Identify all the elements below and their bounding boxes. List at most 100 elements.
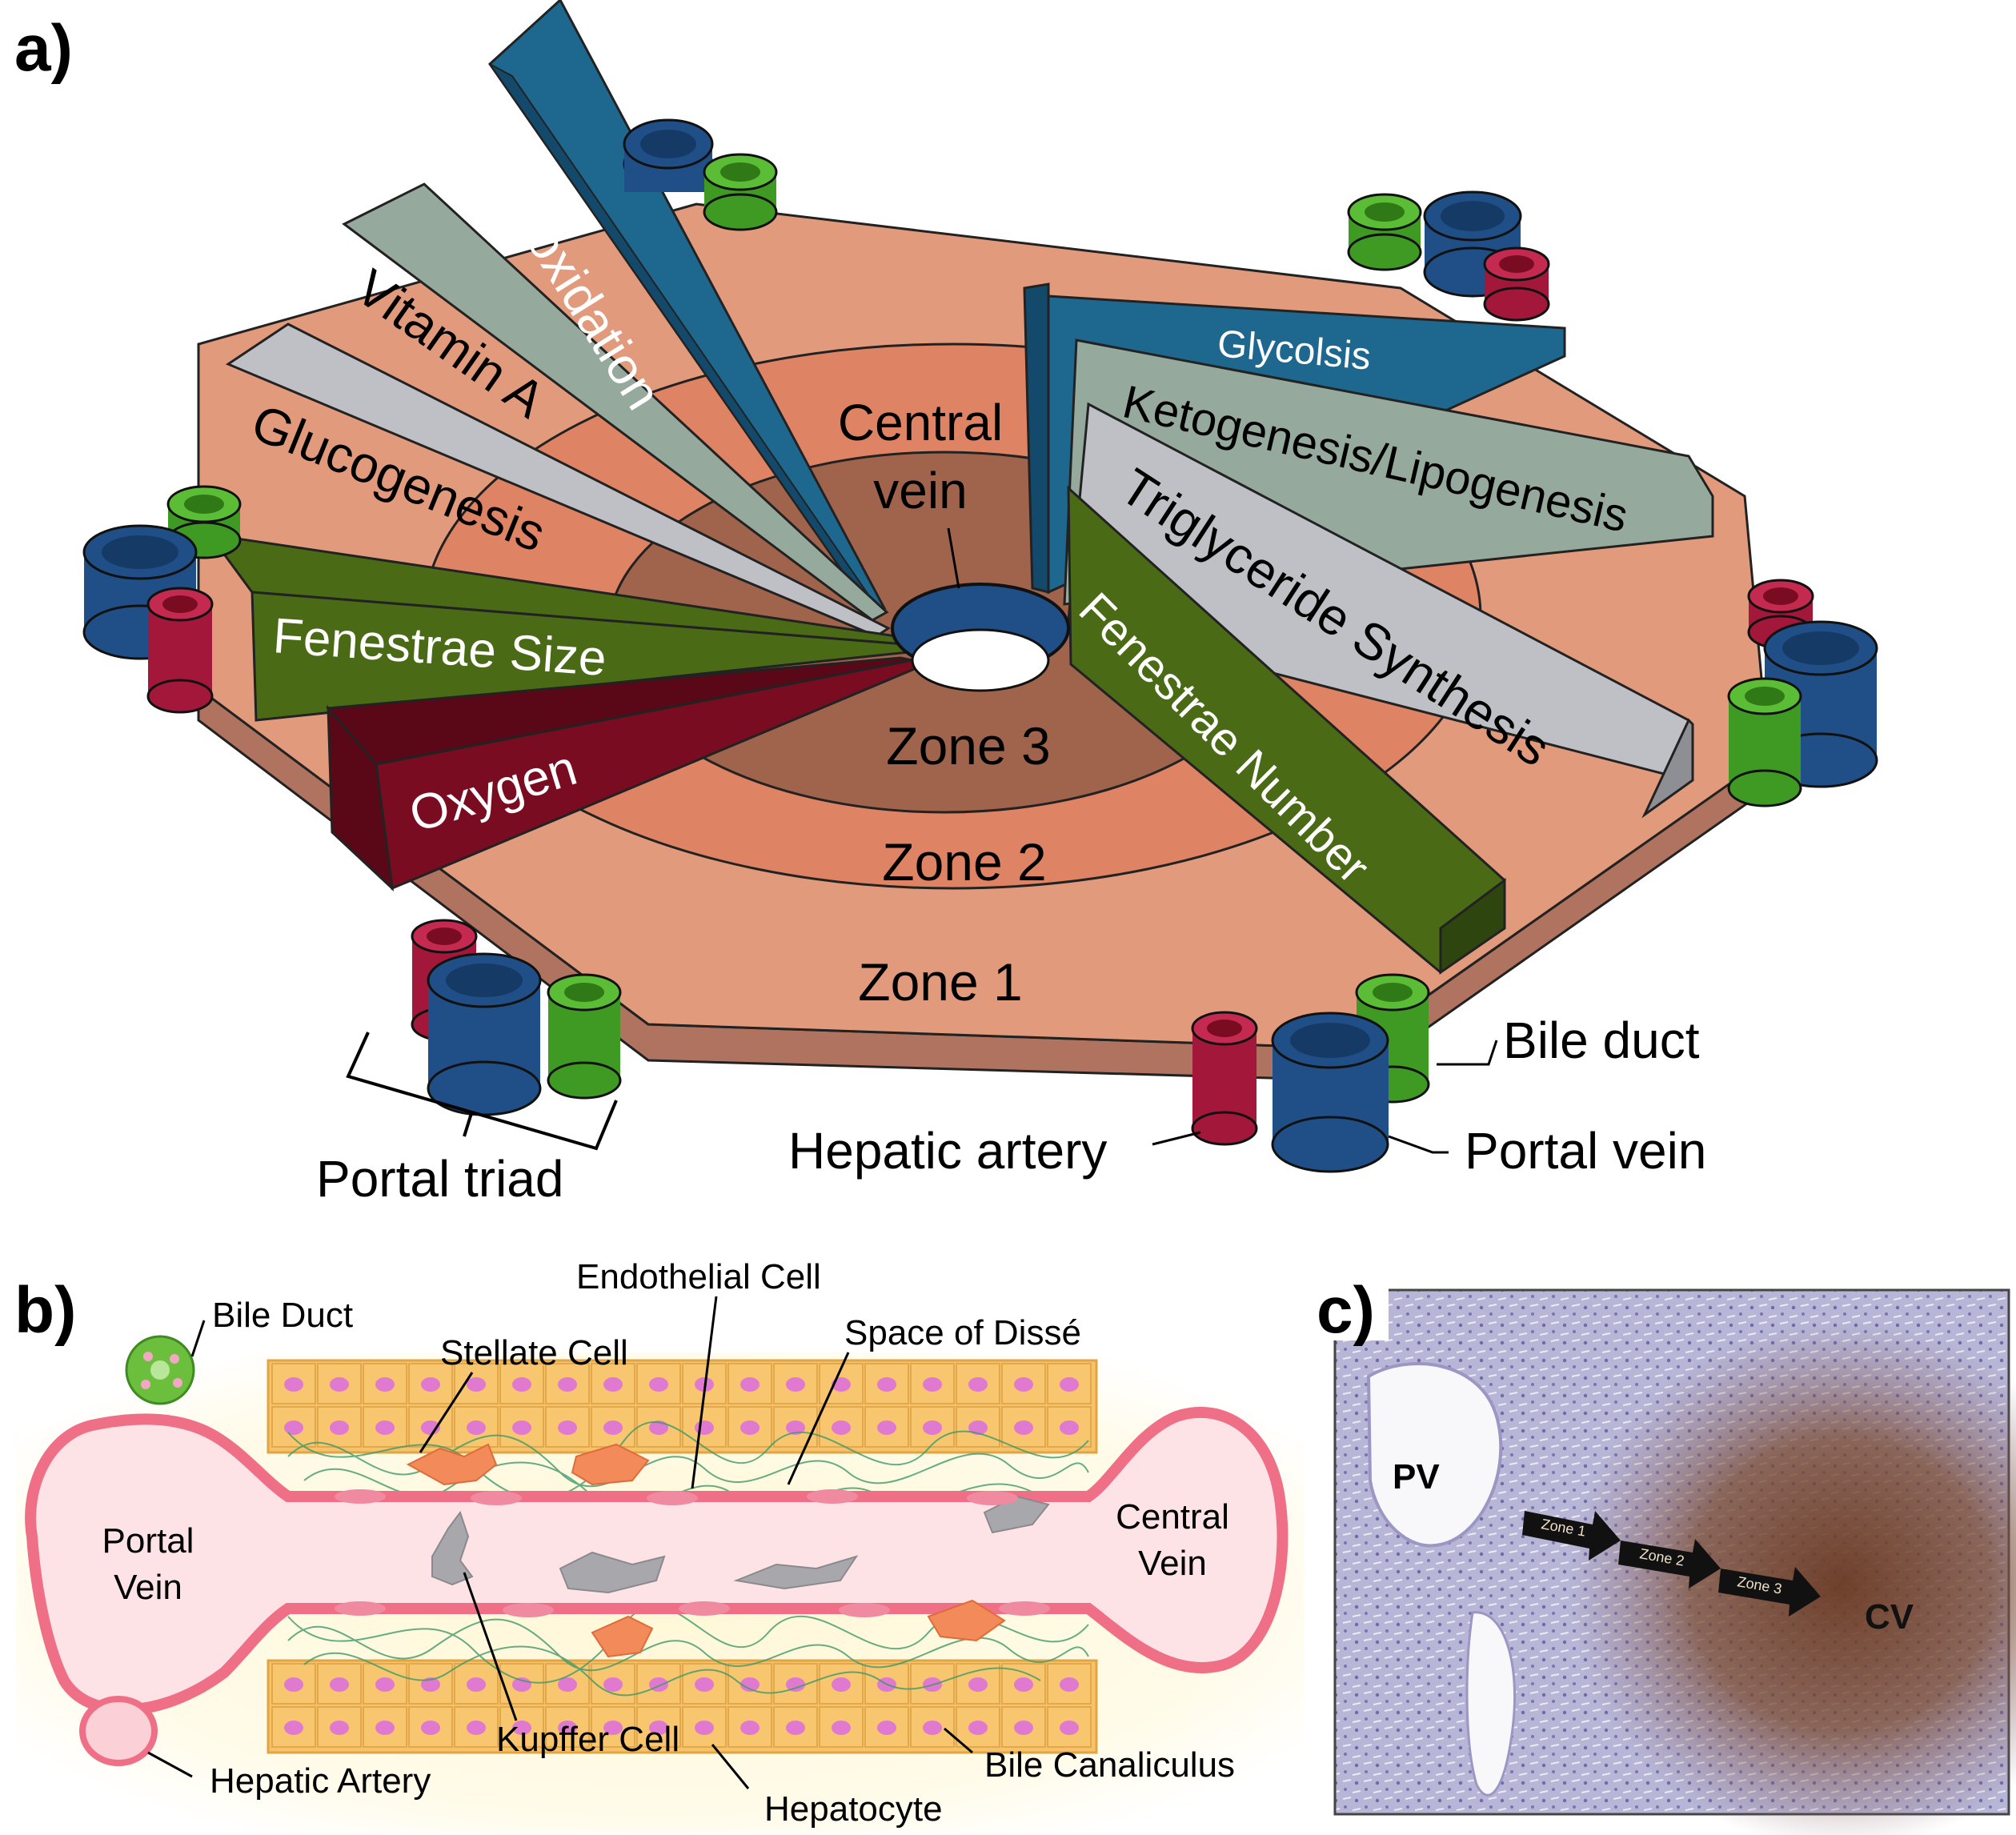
hepatocyte-nucleus [740,1677,760,1692]
hepatic-artery-cross-section [79,1696,158,1766]
portal-triads [82,118,1878,1173]
label-central-vein-2: vein [873,462,967,519]
hepatocyte-nucleus [1014,1721,1033,1735]
triad-bottom-right [1191,973,1430,1173]
wedge-triglyceride-side [1641,718,1694,819]
bile-duct-cross-section [125,1335,195,1405]
label-endothelial-cell: Endothelial Cell [576,1257,821,1296]
hepatocyte-nucleus [284,1377,303,1392]
central-vein-lumen [911,628,1050,692]
panel-c-label-bg [1313,1272,1389,1340]
hepatic-artery-pointer [1152,1131,1201,1146]
hepatocyte-nucleus [877,1420,896,1435]
hepatocyte-nucleus [832,1721,851,1735]
label-bile-duct: Bile Duct [212,1296,353,1335]
hepatocyte-nucleus [695,1721,714,1735]
zone2-arrow [1618,1539,1721,1589]
wedge-vitamin-a [342,182,889,622]
hepatocyte-nucleus [421,1721,440,1735]
hepatocyte-nucleus [968,1377,988,1392]
label-stellate-cell: Stellate Cell [440,1333,628,1372]
hepatocyte-nucleus [1060,1377,1079,1392]
label-portal-vein-1: Portal [102,1521,194,1561]
panel-b-pointers [147,1296,973,1789]
panel-b-label: b) [14,1274,76,1347]
hepatocyte-nucleus [330,1420,349,1435]
label-portal-vein: Portal vein [1465,1122,1706,1180]
hepatocyte-plate-bottom [267,1659,1098,1754]
hepatocyte-nucleus [1060,1721,1079,1735]
hepatocyte-nucleus [330,1721,349,1735]
hepatocyte-cell [1047,1406,1092,1448]
hepatocyte-nucleus [968,1721,988,1735]
label-zone3: Zone 3 [886,716,1050,775]
hepatocyte-nucleus [284,1721,303,1735]
hepatocyte-nucleus [1060,1677,1079,1692]
hepatocyte-nucleus [695,1420,714,1435]
hepatocyte-nucleus [1014,1377,1033,1392]
triad-top [623,118,778,231]
hepatocyte-nucleus [968,1420,988,1435]
bile-duct-pointer [1437,1040,1498,1066]
hepatocyte-nucleus [968,1677,988,1692]
hepatocyte-nucleus [1060,1420,1079,1435]
hepatocyte-nucleus [786,1377,805,1392]
hepatocyte-cell [317,1706,362,1748]
panel-c: c) PV CV Zone 1 Zone 2 Zone 3 [1313,1272,2016,1835]
hepatocyte-nucleus [603,1377,623,1392]
kupffer-cells [431,1495,1050,1594]
hepatocyte-nucleus [512,1420,531,1435]
portal-vein-pointer [1388,1135,1449,1154]
hepatocyte-cell [454,1363,499,1404]
label-bile-duct: Bile duct [1503,1012,1700,1069]
hepatocyte-plate-top [267,1359,1098,1454]
label-bile-canaliculus: Bile Canaliculus [984,1745,1235,1785]
hepatocyte-nucleus [603,1420,623,1435]
hepatocyte-nucleus [375,1721,395,1735]
label-cv: CV [1865,1597,1914,1637]
triad-top-right [1347,190,1550,322]
right-wedges [1023,282,1714,975]
hepatocyte-nucleus [1014,1677,1033,1692]
label-hepatic-artery: Hepatic artery [788,1122,1107,1180]
panel-a-label: a) [14,12,73,85]
central-vein-pointer [947,527,960,589]
label-zone2: Zone 2 [882,832,1046,891]
label-space-of-disse: Space of Dissé [844,1313,1081,1352]
hepatocyte-nucleus [740,1377,760,1392]
hepatocyte-nucleus [375,1377,395,1392]
hepatocyte-nucleus [284,1677,303,1692]
hepatocyte-cell [363,1663,407,1705]
hepatocyte-nucleus [786,1721,805,1735]
hepatocyte-nucleus [786,1420,805,1435]
hepatocyte-nucleus [832,1420,851,1435]
hepatocyte-nucleus [375,1420,395,1435]
triad-right [1727,579,1878,807]
wedge-fenestrae-number-side [1439,878,1506,975]
label-pv: PV [1393,1457,1440,1496]
hepatocyte-nucleus [740,1420,760,1435]
label-portal-vein-2: Vein [114,1568,182,1607]
hepatocyte-nucleus [558,1677,577,1692]
zone3-arrow [1718,1567,1821,1617]
hepatocyte-nucleus [375,1677,395,1692]
hepatocyte-nucleus [923,1420,942,1435]
hepatocyte-nucleus [923,1721,942,1735]
hepatocyte-nucleus [421,1377,440,1392]
label-portal-triad: Portal triad [316,1150,563,1208]
hepatocyte-nucleus [512,1377,531,1392]
triad-bottom-left [411,919,622,1116]
hepatocyte-cell [682,1706,727,1748]
hepatocyte-nucleus [467,1377,486,1392]
hepatocyte-nucleus [330,1677,349,1692]
cv-stain [1569,1320,2016,1835]
label-central-vein-2: Vein [1138,1544,1207,1583]
hepatocyte-nucleus [1014,1420,1033,1435]
wedge-oxygen-side [327,704,395,891]
panel-a: a) [14,0,1878,1208]
hepatocyte-nucleus [512,1677,531,1692]
panel-b: b) [14,1257,1305,1833]
hepatocyte-nucleus [832,1677,851,1692]
hepatocyte-nucleus [649,1377,668,1392]
vessel-lumen-lower [1465,1611,1516,1797]
